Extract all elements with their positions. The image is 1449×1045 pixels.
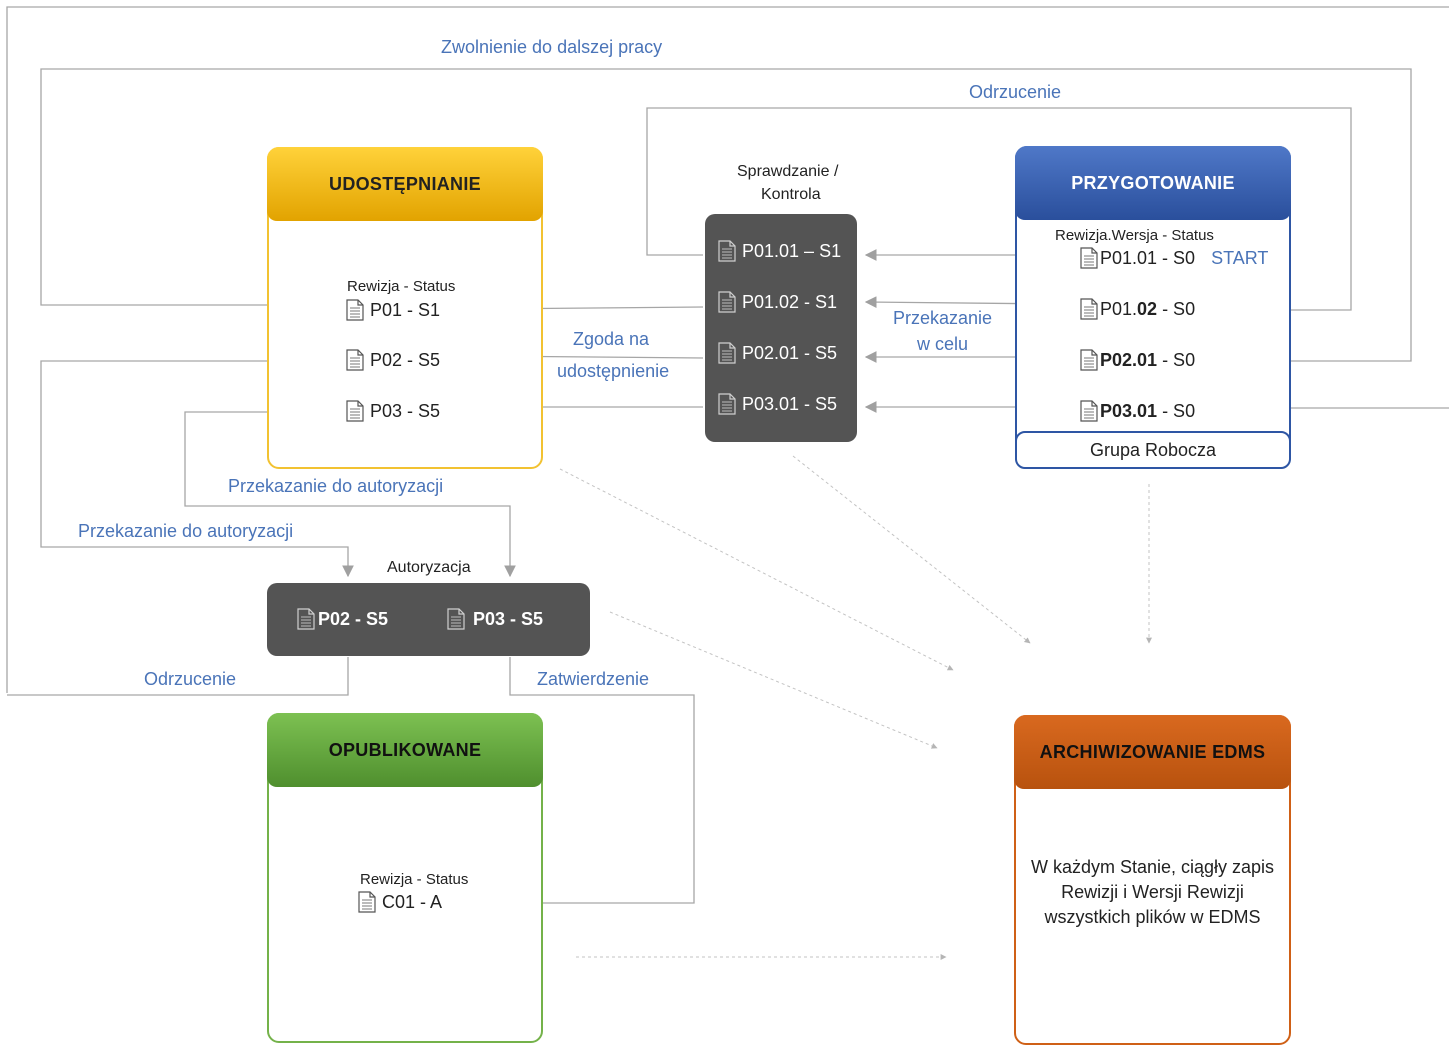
udostepnianie-item-label: P01 - S1 xyxy=(370,299,441,320)
frame-top-line xyxy=(6,6,1449,693)
label-zgoda-1: Zgoda na xyxy=(573,329,650,349)
udostepnianie-header: Rewizja - Status xyxy=(347,278,456,295)
udostepnianie-item-label: P02 - S5 xyxy=(370,349,441,370)
przygotowanie-item: P03.01 - S0 xyxy=(1080,400,1195,422)
autoryzacja-item-label: P03 - S5 xyxy=(473,608,544,629)
udostepnianie-item: P01 - S1 xyxy=(346,299,440,321)
panel-opublikowane: OPUBLIKOWANE Rewizja - Status C01 - A xyxy=(267,713,543,1043)
label-sprawdzanie-2: Kontrola xyxy=(761,186,821,203)
autoryzacja-item-label: P02 - S5 xyxy=(318,608,389,629)
sprawdzanie-item: P01.02 - S1 xyxy=(718,291,837,313)
document-icon xyxy=(1080,247,1098,269)
udostepnianie-item-label: P03 - S5 xyxy=(370,400,441,421)
udostepnianie-item: P03 - S5 xyxy=(346,400,440,422)
label-autoryzacja-1: Przekazanie do autoryzacji xyxy=(228,476,444,496)
panel-przygotowanie-title: PRZYGOTOWANIE xyxy=(1015,146,1291,220)
przygotowanie-item: P02.01 - S0 xyxy=(1080,349,1195,371)
archiwizowanie-description: W każdym Stanie, ciągły zapis Rewizji i … xyxy=(1016,855,1289,930)
item-bold: P03.01 xyxy=(1100,400,1158,421)
opublikowane-item-label: C01 - A xyxy=(382,891,443,912)
document-icon xyxy=(1080,349,1098,371)
start-label: START xyxy=(1211,247,1269,268)
document-icon xyxy=(718,240,736,262)
autoryzacja-line-p03 xyxy=(184,411,516,578)
label-zgoda-2: udostępnienie xyxy=(557,361,670,381)
document-icon xyxy=(447,608,465,630)
label-przekazanie-1: Przekazanie xyxy=(893,308,993,328)
przygotowanie-item: P01.02 - S0 xyxy=(1080,298,1195,320)
document-icon xyxy=(1080,400,1098,422)
label-odrzucenie-bottom: Odrzucenie xyxy=(144,669,237,689)
sprawdzanie-item-label: P01.01 – S1 xyxy=(742,240,842,261)
document-icon xyxy=(297,608,315,630)
grupa-robocza-footer: Grupa Robocza xyxy=(1015,431,1291,469)
item-prefix: P01. xyxy=(1100,298,1138,319)
autoryzacja-line-p02 xyxy=(40,360,354,578)
item-bold: P02.01 xyxy=(1100,349,1158,370)
opublikowane-item: C01 - A xyxy=(358,891,442,913)
zatwierdzenie-line xyxy=(474,657,695,909)
archiwizowanie-line: wszystkich plików w EDMS xyxy=(1044,907,1261,927)
document-icon xyxy=(718,393,736,415)
label-autoryzacja-2: Przekazanie do autoryzacji xyxy=(78,521,294,541)
odrzucenie-bottom-line xyxy=(7,657,349,696)
panel-udostepnianie: UDOSTĘPNIANIE Rewizja - Status P01 - S1 … xyxy=(267,147,543,469)
archiwizowanie-line: W każdym Stanie, ciągły zapis xyxy=(1030,857,1275,877)
archive-dash-spr xyxy=(792,455,1031,644)
autoryzacja-item: P02 - S5 xyxy=(297,608,388,630)
zwolnienie-loop xyxy=(40,68,1412,367)
document-icon xyxy=(718,291,736,313)
label-sprawdzanie-1: Sprawdzanie / xyxy=(737,163,839,180)
sprawdzanie-item: P02.01 - S5 xyxy=(718,342,837,364)
przygotowanie-item-label: P02.01 - S0 xyxy=(1100,350,1195,371)
panel-opublikowane-title: OPUBLIKOWANE xyxy=(267,713,543,787)
item-suffix: - S0 xyxy=(1157,400,1196,421)
item-bold: 02 xyxy=(1137,298,1158,319)
document-icon xyxy=(346,400,364,422)
archiwizowanie-line: Rewizji i Wersji Rewizji xyxy=(1061,882,1244,902)
archive-dash-udo xyxy=(559,468,954,671)
przygotowanie-header: Rewizja.Wersja - Status xyxy=(1055,227,1214,244)
document-icon xyxy=(1080,298,1098,320)
przygotowanie-item-label: P01.02 - S0 xyxy=(1100,299,1195,320)
archive-dash-aut xyxy=(609,611,938,749)
label-przekazanie-2: w celu xyxy=(917,334,969,354)
label-autoryzacja-title: Autoryzacja xyxy=(387,559,471,576)
sprawdzanie-box: P01.01 – S1 P01.02 - S1 P02.01 - S5 P03.… xyxy=(705,214,857,442)
udostepnianie-item: P02 - S5 xyxy=(346,349,440,371)
autoryzacja-box: P02 - S5 P03 - S5 xyxy=(267,583,590,656)
label-odrzucenie-top: Odrzucenie xyxy=(969,82,1062,102)
document-icon xyxy=(358,891,376,913)
sprawdzanie-item: P03.01 - S5 xyxy=(718,393,837,415)
opublikowane-header: Rewizja - Status xyxy=(360,871,469,888)
autoryzacja-item: P03 - S5 xyxy=(447,608,543,630)
przygotowanie-item: P01.01 - S0 START xyxy=(1080,247,1268,269)
panel-przygotowanie: PRZYGOTOWANIE Rewizja.Wersja - Status P0… xyxy=(1015,146,1291,469)
przygotowanie-item-label: P03.01 - S0 xyxy=(1100,401,1195,422)
document-icon xyxy=(346,349,364,371)
sprawdzanie-item: P01.01 – S1 xyxy=(718,240,841,262)
odrzucenie-top-loop xyxy=(646,107,1352,316)
sprawdzanie-item-label: P03.01 - S5 xyxy=(742,393,838,414)
przygotowanie-item-label: P01.01 - S0 xyxy=(1100,247,1196,268)
document-icon xyxy=(718,342,736,364)
sprawdzanie-item-label: P01.02 - S1 xyxy=(742,291,838,312)
item-suffix: - S0 xyxy=(1157,349,1196,370)
panel-archiwizowanie: ARCHIWIZOWANIE EDMS W każdym Stanie, cią… xyxy=(1014,715,1291,1045)
item-suffix: - S0 xyxy=(1157,298,1196,319)
panel-archiwizowanie-title: ARCHIWIZOWANIE EDMS xyxy=(1014,715,1291,789)
document-icon xyxy=(346,299,364,321)
panel-udostepnianie-title: UDOSTĘPNIANIE xyxy=(267,147,543,221)
label-zatwierdzenie: Zatwierdzenie xyxy=(537,669,650,689)
sprawdzanie-item-label: P02.01 - S5 xyxy=(742,342,838,363)
label-zwolnienie: Zwolnienie do dalszej pracy xyxy=(441,37,663,57)
